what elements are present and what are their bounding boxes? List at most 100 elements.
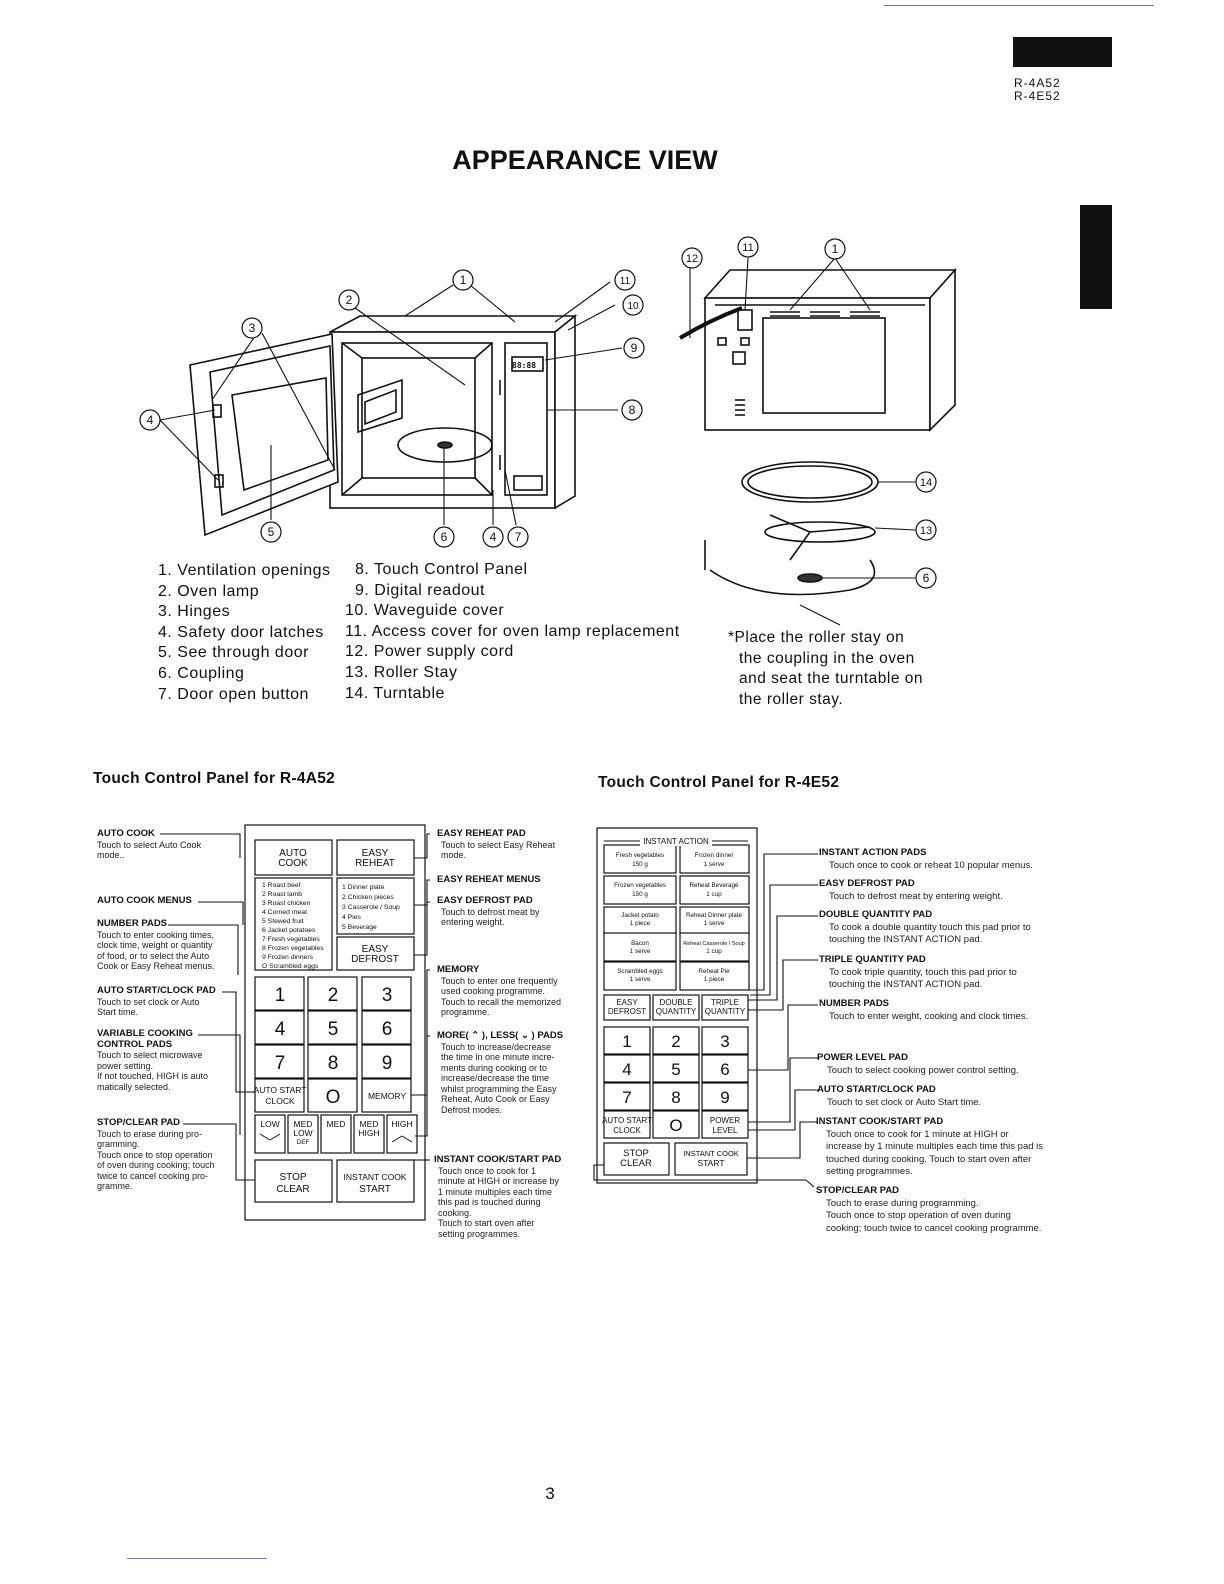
digit-pad [652, 1054, 700, 1083]
part-item: 4. Safety door latches [158, 623, 324, 641]
svg-text:11: 11 [620, 276, 631, 287]
label-auto-start-clock: AUTO START/CLOCK PAD Touch to set clock … [97, 985, 216, 1017]
part-item: 12. Power supply cord [345, 643, 514, 661]
digit-pad [701, 1082, 749, 1111]
svg-text:1 serve: 1 serve [704, 861, 725, 868]
digit-pad [307, 1010, 358, 1045]
digit-pad [254, 1044, 305, 1079]
svg-text:INSTANT COOK: INSTANT COOK [683, 1149, 739, 1158]
part-item: 9. Digital readout [355, 581, 485, 599]
part-item: 14. Turntable [345, 684, 445, 702]
svg-text:9: 9 [720, 1088, 729, 1107]
part-item: 7. Door open button [158, 685, 309, 703]
auto-cook-menu-list [254, 877, 333, 971]
stop-clear-pad [603, 1142, 670, 1176]
callout-11b [737, 236, 759, 258]
memory-pad [361, 1078, 412, 1113]
svg-text:2: 2 [671, 1032, 680, 1051]
svg-text:DOUBLE: DOUBLE [660, 998, 693, 1007]
label-easy-reheat: EASY REHEAT PAD Touch to select Easy Reh… [437, 828, 556, 860]
svg-text:INSTANT COOK: INSTANT COOK [344, 1172, 407, 1182]
svg-text:7: 7 [622, 1088, 631, 1107]
page-title: APPEARANCE VIEW [452, 145, 718, 175]
svg-text:STOP: STOP [279, 1172, 306, 1183]
svg-text:11: 11 [742, 242, 753, 254]
digit-pad [361, 1044, 412, 1079]
svg-text:Bacon: Bacon [631, 940, 649, 947]
ia-pad [679, 906, 750, 936]
svg-text:1 Dinner plate: 1 Dinner plate [342, 884, 385, 891]
svg-text:Reheat Beverage: Reheat Beverage [689, 882, 739, 889]
svg-text:Reheat Pie: Reheat Pie [698, 968, 730, 975]
part-item: 8. Touch Control Panel [355, 561, 528, 578]
panel-a-title: Touch Control Panel for R-4A52 [93, 770, 336, 787]
callout-5 [260, 521, 282, 543]
double-quantity-pad [652, 994, 700, 1021]
callout-8 [621, 399, 643, 421]
callout-9 [623, 337, 645, 359]
label-auto-start-b: AUTO START/CLOCK PAD Touch to set clock … [817, 1084, 982, 1108]
digit-pad [307, 976, 358, 1011]
note-line: *Place the roller stay on [728, 629, 905, 646]
parts-list-left: 1. Ventilation openings 2. Oven lamp 3. … [158, 561, 331, 705]
svg-text:2 Chicken pieces: 2 Chicken pieces [342, 894, 394, 901]
label-instant-cook: INSTANT COOK/START PAD Touch once to coo… [434, 1154, 562, 1239]
svg-text:MED: MED [327, 1119, 346, 1129]
callout-14 [915, 471, 937, 493]
label-memory: MEMORY Touch to enter one frequently use… [437, 964, 562, 1017]
svg-text:CLEAR: CLEAR [620, 1158, 652, 1169]
callout-10 [622, 294, 644, 316]
svg-text:6: 6 [382, 1019, 393, 1040]
svg-text:O: O [669, 1116, 682, 1135]
callout-13 [915, 519, 937, 541]
digit-pad [701, 1054, 749, 1083]
digit-pad [652, 1026, 700, 1055]
svg-text:1: 1 [832, 242, 839, 256]
svg-text:6: 6 [923, 571, 930, 585]
instant-cook-start-pad [336, 1159, 415, 1203]
ia-pad [603, 932, 677, 962]
svg-text:Frozen vegetables: Frozen vegetables [614, 882, 666, 889]
label-triple-quantity: TRIPLE QUANTITY PAD To cook triple quant… [819, 954, 1017, 990]
svg-text:1 serve: 1 serve [704, 920, 725, 927]
label-number-pads: NUMBER PADS Touch to enter cooking times… [97, 918, 215, 971]
label-number-pads-b: NUMBER PADS Touch to enter weight, cooki… [819, 998, 1029, 1022]
easy-reheat-menu-list [336, 877, 415, 935]
svg-text:START: START [697, 1158, 724, 1168]
svg-text:O: O [326, 1087, 341, 1108]
ia-pad [679, 932, 750, 962]
svg-text:COOK: COOK [278, 858, 308, 869]
label-stop-clear: STOP/CLEAR PAD Touch to erase during pro… [97, 1117, 215, 1191]
svg-text:AUTO START: AUTO START [254, 1085, 307, 1095]
svg-text:1: 1 [275, 985, 286, 1006]
svg-text:8 Frozen vegetables: 8 Frozen vegetables [262, 945, 324, 952]
label-easy-defrost-b: EASY DEFROST PAD Touch to defrost meat b… [819, 878, 1003, 902]
svg-text:7 Fresh vegetables: 7 Fresh vegetables [262, 936, 320, 943]
note-line: the roller stay. [739, 690, 844, 708]
callout-6b [915, 567, 937, 589]
svg-text:4: 4 [490, 530, 497, 544]
control-panel-r4a52: AUTO COOK EASY REHEAT EASY DEFROST 1 Roa… [244, 824, 426, 1221]
label-stop-clear-b: STOP/CLEAR PAD Touch to erase during pro… [816, 1185, 1042, 1234]
callout-2 [338, 289, 360, 311]
callout-1b [824, 238, 846, 260]
digit-pad [652, 1082, 700, 1111]
digit-pad [603, 1026, 651, 1055]
part-item: 6. Coupling [158, 664, 245, 682]
svg-text:2: 2 [328, 985, 339, 1006]
svg-text:4: 4 [622, 1060, 631, 1079]
digit-pad [361, 1010, 412, 1045]
part-item: 10. Waveguide cover [345, 602, 505, 620]
svg-text:AUTO START: AUTO START [602, 1116, 652, 1125]
svg-text:6: 6 [441, 530, 448, 544]
callout-4b [482, 526, 504, 548]
instant-cook-start-pad [674, 1142, 748, 1176]
top-rule [884, 5, 1154, 6]
svg-text:5 Beverage: 5 Beverage [342, 924, 377, 931]
svg-text:LEVEL: LEVEL [713, 1126, 738, 1135]
part-item: 11. Access cover for oven lamp replaceme… [345, 622, 680, 640]
svg-text:INSTANT ACTION: INSTANT ACTION [643, 837, 709, 846]
svg-text:10: 10 [627, 301, 639, 312]
part-item: 3. Hinges [158, 603, 231, 621]
svg-text:Scrambled eggs: Scrambled eggs [617, 968, 663, 975]
